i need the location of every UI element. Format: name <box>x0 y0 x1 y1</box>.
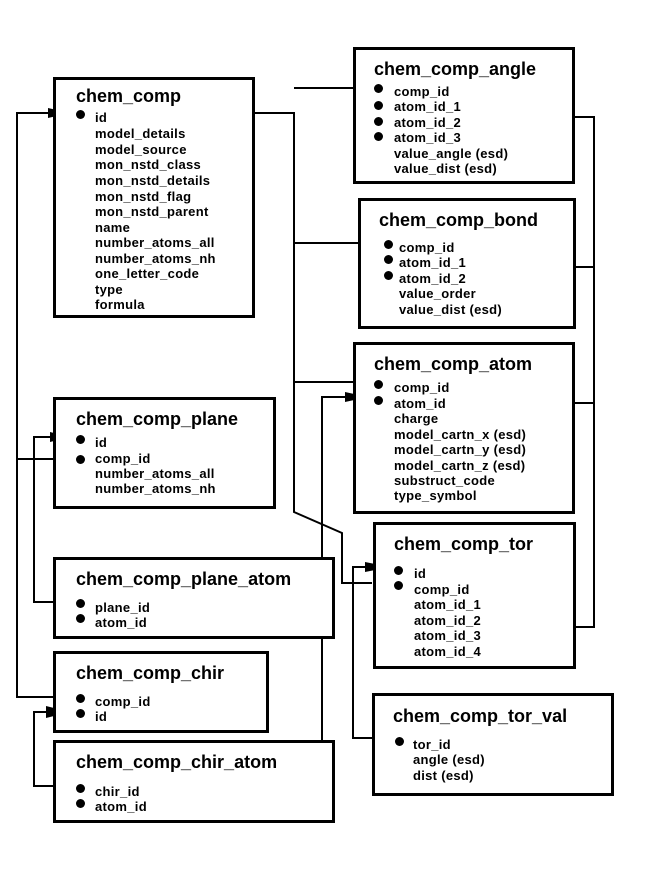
attribute: atom_id <box>95 615 147 630</box>
primary-key-marker <box>374 132 383 141</box>
entity-title: chem_comp_bond <box>379 210 539 230</box>
primary-key-marker <box>76 784 85 793</box>
entity-chem-comp-tor-val: chem_comp_tor_val tor_id angle (esd) dis… <box>372 693 614 796</box>
primary-key-marker <box>76 110 85 119</box>
attribute: number_atoms_nh <box>95 251 216 266</box>
wire-comp-bus <box>150 112 372 584</box>
primary-key-marker <box>374 396 383 405</box>
primary-key-marker <box>394 581 403 590</box>
primary-key-marker <box>374 380 383 389</box>
attribute: chir_id <box>95 784 140 799</box>
attribute: atom_id_3 <box>414 628 482 643</box>
wire-chir-id <box>33 711 66 787</box>
attribute: atom_id <box>394 396 446 411</box>
entity-chem-comp-angle: chem_comp_angle comp_id atom_id_1 atom_i… <box>353 47 575 184</box>
attribute: value_dist (esd) <box>394 161 498 176</box>
attribute: id <box>95 709 108 724</box>
attribute: name <box>95 220 131 235</box>
entity-title: chem_comp_tor <box>394 534 534 554</box>
attribute: id <box>95 435 108 450</box>
attribute: plane_id <box>95 600 151 615</box>
entity-chem-comp-atom: chem_comp_atom comp_id atom_id charge mo… <box>353 342 575 514</box>
entity-chem-comp-tor: chem_comp_tor id comp_id atom_id_1 atom_… <box>373 522 576 669</box>
entity-title: chem_comp_atom <box>374 354 533 374</box>
attribute: one_letter_code <box>95 266 200 281</box>
entity-chem-comp: chem_comp id model_details model_source … <box>53 77 255 318</box>
attribute: atom_id_4 <box>414 644 482 659</box>
primary-key-marker <box>76 435 85 444</box>
attribute: atom_id_2 <box>414 613 482 628</box>
attribute: mon_nstd_class <box>95 157 202 172</box>
entity-title: chem_comp_tor_val <box>393 706 568 726</box>
attribute: comp_id <box>95 694 151 709</box>
primary-key-marker <box>76 455 85 464</box>
attribute: comp_id <box>95 451 151 466</box>
attribute: number_atoms_all <box>95 466 215 481</box>
attribute: model_cartn_x (esd) <box>394 427 527 442</box>
attribute: tor_id <box>413 737 451 752</box>
attribute: comp_id <box>394 84 450 99</box>
attribute: dist (esd) <box>413 768 474 783</box>
entity-chem-comp-bond: chem_comp_bond comp_id atom_id_1 atom_id… <box>358 198 576 329</box>
attribute: atom_id_2 <box>394 115 462 130</box>
attribute: number_atoms_all <box>95 235 215 250</box>
attribute: mon_nstd_parent <box>95 204 209 219</box>
entity-title: chem_comp_angle <box>374 59 537 79</box>
entity-chem-comp-chir-atom: chem_comp_chir_atom chir_id atom_id <box>53 740 335 823</box>
entity-chem-comp-chir: chem_comp_chir comp_id id <box>53 651 269 733</box>
entity-title: chem_comp_plane <box>76 409 239 429</box>
attribute: model_details <box>95 126 186 141</box>
attribute: type_symbol <box>394 488 477 503</box>
primary-key-marker <box>384 271 393 280</box>
attribute: id <box>414 566 427 581</box>
attribute: comp_id <box>399 240 455 255</box>
attribute: id <box>95 110 108 125</box>
attribute: mon_nstd_flag <box>95 189 192 204</box>
attribute: substruct_code <box>394 473 496 488</box>
attribute: model_source <box>95 142 187 157</box>
attribute: value_angle (esd) <box>394 146 509 161</box>
entity-title: chem_comp_chir_atom <box>76 752 278 772</box>
attribute: comp_id <box>394 380 450 395</box>
attribute: atom_id_1 <box>394 99 462 114</box>
attribute: model_cartn_y (esd) <box>394 442 527 457</box>
attribute: type <box>95 282 123 297</box>
wire-plane-id <box>33 436 66 603</box>
attribute: model_cartn_z (esd) <box>394 458 526 473</box>
attribute: mon_nstd_details <box>95 173 211 188</box>
attribute: angle (esd) <box>413 752 485 767</box>
entity-chem-comp-plane: chem_comp_plane id comp_id number_atoms_… <box>53 397 276 509</box>
attribute: value_dist (esd) <box>399 302 503 317</box>
entity-title: chem_comp_chir <box>76 663 225 683</box>
primary-key-marker <box>374 101 383 110</box>
primary-key-marker <box>76 694 85 703</box>
wire-left-bus <box>16 112 70 698</box>
entity-title: chem_comp <box>76 86 182 106</box>
primary-key-marker <box>384 255 393 264</box>
primary-key-marker <box>76 709 85 718</box>
attribute: formula <box>95 297 145 312</box>
attribute: atom_id <box>95 799 147 814</box>
primary-key-marker <box>384 240 393 249</box>
primary-key-marker <box>374 117 383 126</box>
attribute: comp_id <box>414 582 470 597</box>
attribute: value_order <box>399 286 477 301</box>
attribute: atom_id_1 <box>399 255 467 270</box>
entity-title: chem_comp_plane_atom <box>76 569 292 589</box>
attribute: charge <box>394 411 439 426</box>
primary-key-marker <box>76 799 85 808</box>
attribute: atom_id_2 <box>399 271 467 286</box>
primary-key-marker <box>374 84 383 93</box>
attribute: atom_id_1 <box>414 597 482 612</box>
wire-tor-id <box>352 566 390 739</box>
attribute: atom_id_3 <box>394 130 462 145</box>
primary-key-marker <box>394 566 403 575</box>
primary-key-marker <box>395 737 404 746</box>
attribute: number_atoms_nh <box>95 481 216 496</box>
entity-chem-comp-plane-atom: chem_comp_plane_atom plane_id atom_id <box>53 557 335 639</box>
primary-key-marker <box>76 614 85 623</box>
primary-key-marker <box>76 599 85 608</box>
